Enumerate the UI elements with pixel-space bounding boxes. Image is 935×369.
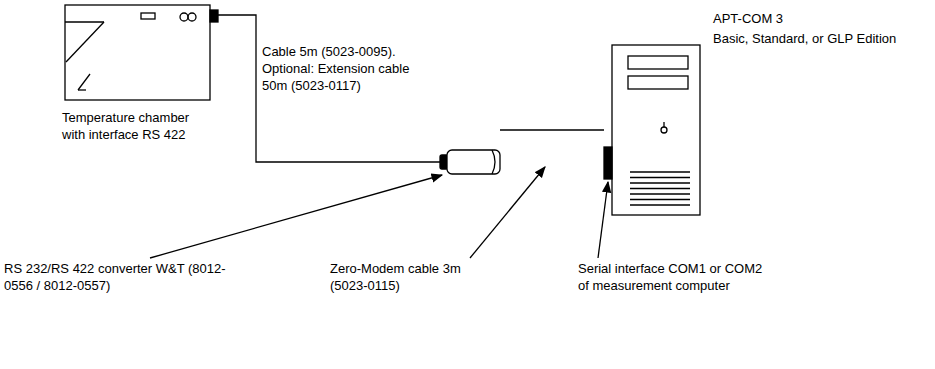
vent-line	[630, 199, 690, 200]
vent-line	[630, 171, 690, 172]
cable-label: Zero-Modem cable 3m (5023-0115)	[330, 261, 480, 295]
vent-line	[630, 182, 690, 183]
temperature-chamber	[65, 5, 218, 100]
measurement-computer	[604, 45, 700, 215]
callout-label: Serial interface COM1 or COM2 of measure…	[578, 261, 770, 295]
vent-lines	[630, 172, 690, 205]
node-subcaption: Basic, Standard, or GLP Edition	[713, 31, 928, 48]
node-caption: Temperature chamber with interface RS 42…	[62, 110, 207, 144]
converter-cylinder	[440, 150, 500, 174]
vent-line	[630, 177, 690, 178]
temperature-chamber-node: Temperature chamber with interface RS 42…	[65, 5, 218, 100]
leader-arrows	[150, 167, 608, 258]
cable-line	[218, 15, 440, 162]
converter-node: RS 232/RS 422 converter W&T (8012-0556 /…	[440, 148, 500, 176]
vent-line	[630, 188, 690, 189]
cable-line	[500, 129, 604, 130]
cable-label: Cable 5m (5023-0095). Optional: Extensio…	[262, 44, 424, 95]
node-caption: APT-COM 3	[713, 11, 928, 28]
vent-line	[630, 204, 690, 205]
vent-line	[630, 193, 690, 194]
computer-node: APT-COM 3Basic, Standard, or GLP Edition	[604, 45, 700, 215]
node-caption: RS 232/RS 422 converter W&T (8012-0556 /…	[4, 261, 229, 295]
